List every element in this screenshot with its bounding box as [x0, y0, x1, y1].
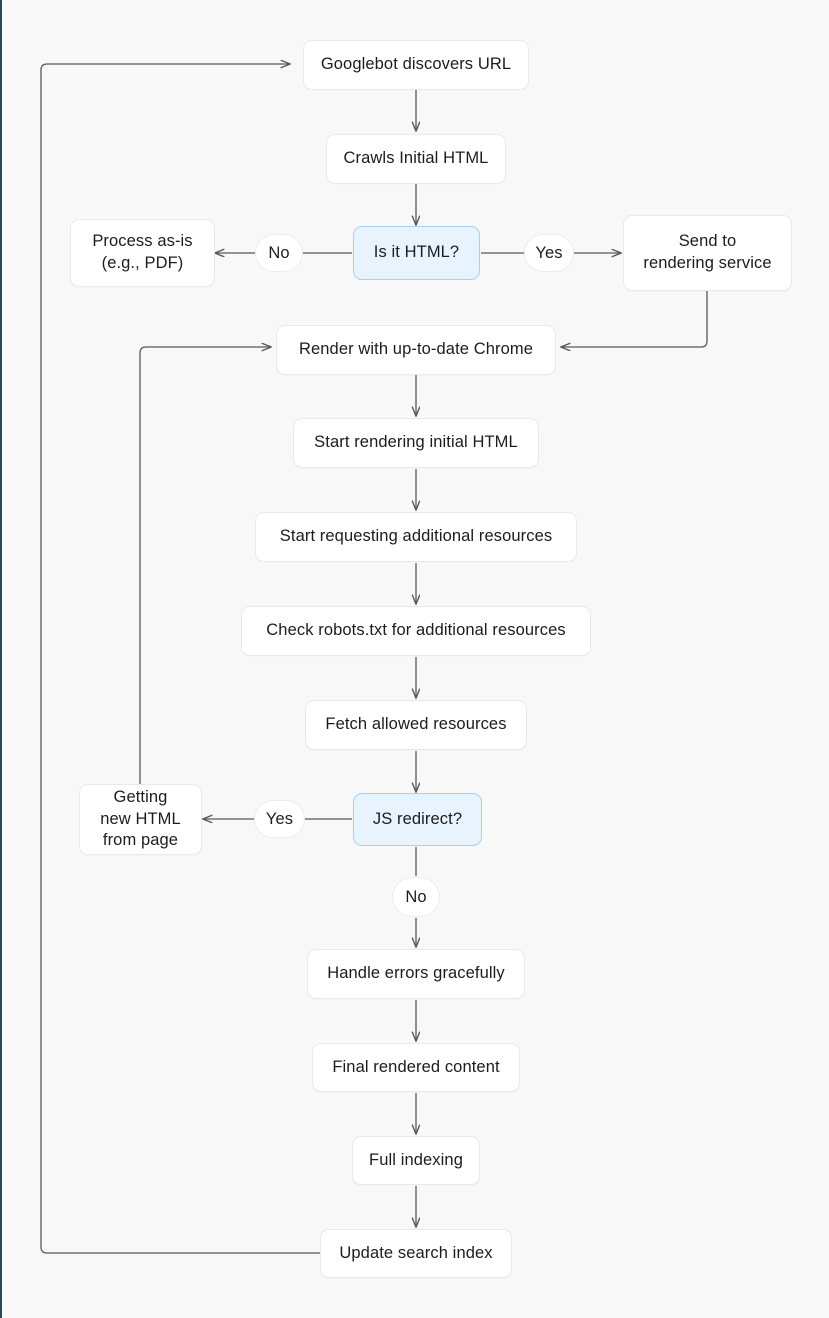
node-full-indexing[interactable]: Full indexing [352, 1136, 480, 1185]
edge-getting-render [139, 347, 271, 785]
node-final-rendered-content[interactable]: Final rendered content [312, 1043, 520, 1092]
node-crawls-initial-html[interactable]: Crawls Initial HTML [326, 134, 506, 184]
node-check-robots-txt[interactable]: Check robots.txt for additional resource… [241, 606, 591, 656]
node-label: Check robots.txt for additional resource… [266, 621, 566, 640]
node-label: Is it HTML? [373, 243, 460, 262]
node-label: Final rendered content [332, 1057, 500, 1076]
node-label: Googlebot discovers URL [320, 55, 512, 74]
node-label: JS redirect? [372, 809, 463, 828]
edge-label-text: No [268, 243, 290, 262]
edge-sendrs-render [561, 291, 708, 347]
node-label: Process as-is (e.g., PDF) [92, 232, 193, 272]
node-label: Update search index [339, 1243, 493, 1262]
node-start-rendering-initial-html[interactable]: Start rendering initial HTML [293, 418, 539, 468]
edge-label-yes-js-redirect: Yes [254, 800, 305, 838]
node-label: Crawls Initial HTML [343, 149, 489, 168]
node-send-to-rendering-service[interactable]: Send to rendering service [623, 215, 792, 291]
node-update-search-index[interactable]: Update search index [320, 1229, 512, 1278]
node-process-as-is-pdf[interactable]: Process as-is (e.g., PDF) [70, 219, 215, 287]
node-label: Start rendering initial HTML [314, 433, 518, 452]
node-getting-new-html-from-page[interactable]: Getting new HTML from page [79, 784, 202, 855]
edge-label-no-is-html: No [255, 234, 303, 272]
edge-label-yes-is-html: Yes [524, 234, 574, 272]
node-js-redirect-decision[interactable]: JS redirect? [353, 793, 482, 846]
edge-label-no-js-redirect: No [392, 877, 440, 917]
edge-label-text: Yes [265, 809, 294, 828]
node-label: Render with up-to-date Chrome [298, 340, 533, 359]
edge-label-text: Yes [535, 243, 563, 262]
node-googlebot-discovers-url[interactable]: Googlebot discovers URL [303, 40, 529, 90]
node-is-it-html-decision[interactable]: Is it HTML? [353, 226, 480, 280]
node-start-requesting-additional-resources[interactable]: Start requesting additional resources [255, 512, 577, 562]
node-label: Send to rendering service [643, 232, 772, 272]
node-label: Getting new HTML from page [100, 787, 181, 850]
edge-label-text: No [405, 887, 427, 906]
node-fetch-allowed-resources[interactable]: Fetch allowed resources [305, 700, 527, 750]
node-render-with-up-to-date-chrome[interactable]: Render with up-to-date Chrome [276, 325, 556, 375]
node-label: Full indexing [369, 1150, 463, 1169]
node-label: Handle errors gracefully [327, 964, 505, 983]
node-label: Fetch allowed resources [325, 715, 507, 734]
node-handle-errors-gracefully[interactable]: Handle errors gracefully [307, 949, 525, 999]
node-label: Start requesting additional resources [279, 527, 553, 546]
page-accent-bar [0, 0, 2, 1318]
